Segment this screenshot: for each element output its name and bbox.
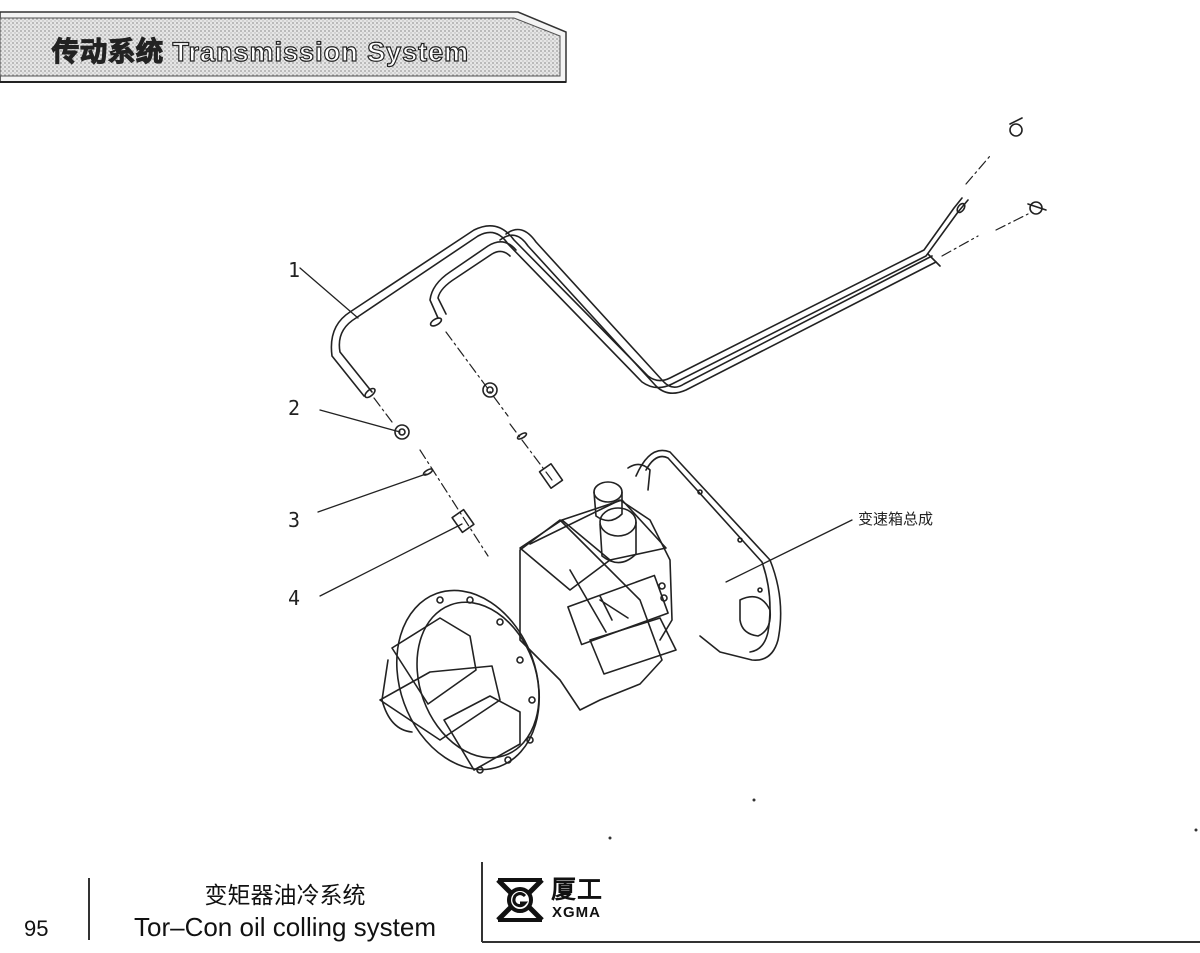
footer-rule [482,941,1200,943]
xgma-logo-icon [496,878,544,922]
callout-2: 2 [288,396,301,420]
caption-english: Tor–Con oil colling system [133,912,436,942]
hose-clamp [394,117,1047,440]
caption-chinese: 变矩器油冷系统 [204,883,366,909]
footer-divider-brand [481,862,483,942]
oil-tube-left [330,197,969,397]
transmission-assembly [379,449,782,774]
leader-lines [299,267,853,597]
callout-3: 3 [288,508,301,532]
header-banner [0,11,567,83]
page-number: 95 [24,916,49,941]
page-title: 传动系统 Transmission System [51,36,470,67]
o-ring [422,432,528,476]
oil-tube-right [499,228,941,394]
brand-name-english: XGMA [552,904,601,921]
assembly-label: 变速箱总成 [858,510,934,528]
callout-1: 1 [288,258,301,282]
brand-name-chinese: 厦工 [551,875,604,904]
footer-divider [88,878,90,940]
callout-4: 4 [288,586,301,610]
connector-fitting [451,462,564,534]
